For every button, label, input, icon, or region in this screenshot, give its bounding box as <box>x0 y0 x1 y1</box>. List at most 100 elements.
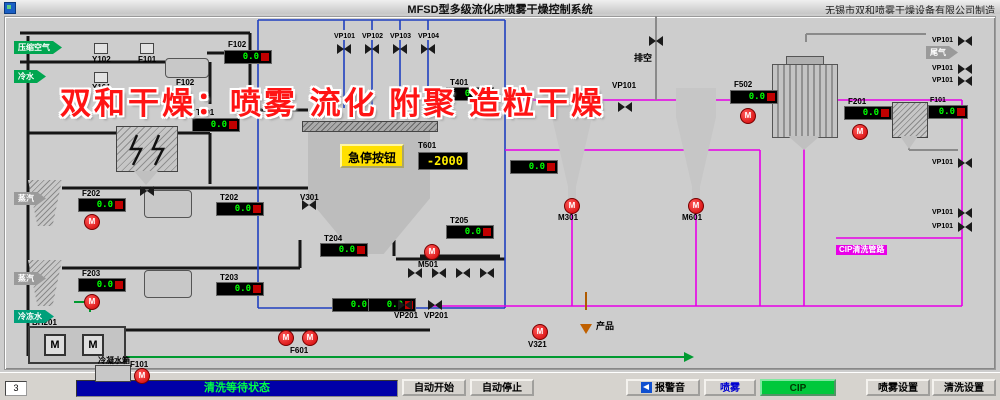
lightning-icons <box>129 134 166 166</box>
filter-box[interactable] <box>116 126 178 172</box>
display-t205: 0.0 <box>446 225 494 239</box>
auto-stop-button[interactable]: 自动停止 <box>470 379 534 396</box>
tag-vp101-r1: VP101 <box>932 37 954 44</box>
valve-vp103[interactable] <box>393 44 407 54</box>
app-icon <box>4 2 16 14</box>
condensate-tank[interactable] <box>95 365 131 382</box>
pump-f202[interactable]: M <box>84 214 100 230</box>
valve-manifold-2[interactable] <box>432 268 446 278</box>
tag-f202: F202 <box>82 189 101 198</box>
pump-f203[interactable]: M <box>84 294 100 310</box>
cip-button[interactable]: CIP <box>760 379 836 396</box>
pump-m301[interactable]: M <box>564 198 580 214</box>
clean-setup-button[interactable]: 清洗设置 <box>932 379 996 396</box>
valve-vent[interactable] <box>649 36 663 46</box>
tag-f101-top: F101 <box>138 55 157 64</box>
tag-m301: M301 <box>558 213 579 222</box>
display-t203: 0.0 <box>216 282 264 296</box>
valve-vp201-a[interactable] <box>398 300 412 310</box>
valve-manifold-3[interactable] <box>456 268 470 278</box>
valve-manifold-1[interactable] <box>408 268 422 278</box>
alarm-mute-button[interactable]: 报警音 <box>626 379 700 396</box>
tag-vp101-r2: VP101 <box>932 65 954 72</box>
bag-filter[interactable] <box>892 102 928 138</box>
tag-t202: T202 <box>220 193 239 202</box>
pump-left-1[interactable]: M <box>278 330 294 346</box>
valve-vp201-b[interactable] <box>428 300 442 310</box>
tag-vp101-r3: VP101 <box>932 77 954 84</box>
tag-t203: T203 <box>220 273 239 282</box>
display-f202: 0.0 <box>78 198 126 212</box>
valve-r1[interactable] <box>958 36 972 46</box>
tag-vp201-a: VP201 <box>394 311 419 320</box>
page-title: MFSD型多级流化床喷雾干燥控制系统 <box>407 4 593 16</box>
valve-vp102[interactable] <box>365 44 379 54</box>
tag-vp102: VP102 <box>362 33 384 40</box>
tag-f601: F601 <box>290 346 309 355</box>
inline-filter-y102[interactable] <box>94 43 108 54</box>
auto-start-button[interactable]: 自动开始 <box>402 379 466 396</box>
tag-vp103: VP103 <box>390 33 412 40</box>
valve-r5[interactable] <box>958 208 972 218</box>
title-bar: MFSD型多级流化床喷雾干燥控制系统 无锡市双和喷雾干燥设备有限公司制造 <box>0 0 1000 17</box>
pump-m601[interactable]: M <box>688 198 704 214</box>
tag-y102: Y102 <box>92 55 111 64</box>
display-t204: 0.0 <box>320 243 368 257</box>
display-f203: 0.0 <box>78 278 126 292</box>
tag-f502: F502 <box>734 80 753 89</box>
valve-manifold-4[interactable] <box>480 268 494 278</box>
tag-m601: M601 <box>682 213 703 222</box>
tag-vp104: VP104 <box>418 33 440 40</box>
display-t202: 0.0 <box>216 202 264 216</box>
display-cyclone: 0.0 <box>510 160 558 174</box>
spray-button[interactable]: 喷雾 <box>704 379 756 396</box>
valve-filter-drain[interactable] <box>140 186 154 196</box>
motor-1[interactable]: M <box>44 334 66 356</box>
motor-2[interactable]: M <box>82 334 104 356</box>
pump-f201[interactable]: M <box>852 124 868 140</box>
valve-v301[interactable] <box>302 200 316 210</box>
control-bar: 3 清洗等待状态 自动开始 自动停止 报警音 喷雾 CIP 喷雾设置 清洗设置 <box>0 372 1000 400</box>
status-message: 清洗等待状态 <box>76 380 398 397</box>
valve-r3[interactable] <box>958 76 972 86</box>
pump-v321[interactable]: M <box>532 324 548 340</box>
vessel-f102[interactable] <box>165 58 209 78</box>
valve-vp101[interactable] <box>337 44 351 54</box>
tag-v321: V321 <box>528 340 547 349</box>
heat-exchanger-2[interactable] <box>144 270 192 298</box>
alarm-button-label: 报警音 <box>655 383 685 394</box>
tag-f101-right: F101 <box>930 97 946 104</box>
page-spinner[interactable]: 3 <box>5 381 27 396</box>
pump-f502[interactable]: M <box>740 108 756 124</box>
pump-m501[interactable]: M <box>424 244 440 260</box>
pump-left-2[interactable]: M <box>302 330 318 346</box>
tag-f203: F203 <box>82 269 101 278</box>
process-diagram: 双和干燥：喷雾 流化 附聚 造粒干燥 压缩空气 冷水 蒸汽 蒸汽 冷冻水 尾气 … <box>0 14 1000 384</box>
tag-f201: F201 <box>848 97 867 106</box>
spray-setup-button[interactable]: 喷雾设置 <box>866 379 930 396</box>
inline-filter-f101[interactable] <box>140 43 154 54</box>
vent-label: 排空 <box>634 53 653 63</box>
tag-t601: T601 <box>418 141 437 150</box>
product-label: 产品 <box>596 321 615 331</box>
valve-vp101-mid[interactable] <box>618 102 632 112</box>
valve-r2[interactable] <box>958 64 972 74</box>
condensate-tank-label: 冷凝水箱 <box>98 356 130 365</box>
tag-vp101-mid: VP101 <box>612 81 637 90</box>
display-chamber-pressure: -2000 <box>418 152 468 170</box>
valve-r4[interactable] <box>958 158 972 168</box>
emergency-stop-button[interactable]: 急停按钮 <box>340 144 404 168</box>
condenser[interactable] <box>772 64 838 138</box>
diagram-frame <box>4 16 996 370</box>
valve-r6[interactable] <box>958 222 972 232</box>
pump-condensate[interactable]: M <box>134 368 150 384</box>
tag-vp201-b: VP201 <box>424 311 449 320</box>
tag-f102-display: F102 <box>228 40 247 49</box>
valve-vp104[interactable] <box>421 44 435 54</box>
display-f502: 0.0 <box>730 90 778 104</box>
tag-vp101-r5: VP101 <box>932 209 954 216</box>
display-f102: 0.0 <box>224 50 272 64</box>
tag-vp101-top: VP101 <box>334 33 356 40</box>
tag-t204: T204 <box>324 234 343 243</box>
